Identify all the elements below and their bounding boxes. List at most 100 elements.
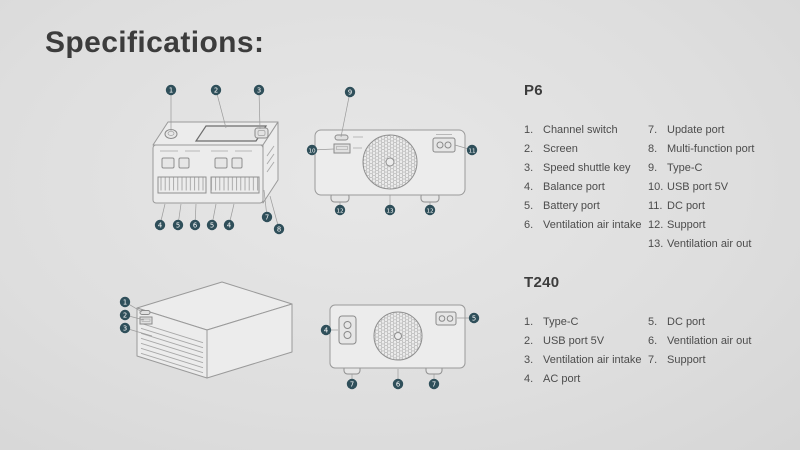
spec-item: 7. Support bbox=[648, 351, 772, 370]
spec-item: 8. Multi-function port bbox=[648, 140, 772, 159]
spec-item-number: 1. bbox=[524, 124, 534, 136]
svg-text:6: 6 bbox=[193, 221, 197, 229]
spec-item: 1. Type-C bbox=[524, 313, 648, 332]
spec-item-number: 9. bbox=[648, 162, 658, 174]
spec-item-label: Balance port bbox=[543, 181, 605, 193]
svg-text:7: 7 bbox=[350, 380, 354, 388]
svg-text:5: 5 bbox=[472, 314, 476, 322]
t240-fan bbox=[373, 311, 423, 361]
callout-12: 12 bbox=[424, 204, 436, 216]
svg-text:13: 13 bbox=[386, 208, 394, 214]
callout-7: 7 bbox=[346, 378, 358, 390]
callout-6: 6 bbox=[392, 378, 404, 390]
svg-text:12: 12 bbox=[426, 208, 433, 214]
t240-model-name: T240 bbox=[524, 274, 560, 291]
spec-item-label: Support bbox=[667, 219, 706, 231]
spec-item-label: Ventilation air out bbox=[667, 238, 752, 250]
p6-balance-port-right bbox=[210, 176, 260, 194]
t240-intake-vents bbox=[140, 322, 204, 374]
spec-item: 11.DC port bbox=[648, 197, 772, 216]
spec-item-label: Battery port bbox=[543, 200, 600, 212]
p6-connectors bbox=[161, 157, 243, 169]
spec-item-number: 5. bbox=[648, 316, 658, 328]
t240-right-face bbox=[206, 303, 293, 379]
spec-item-number: 11. bbox=[648, 200, 663, 212]
spec-item: 4. Balance port bbox=[524, 178, 648, 197]
p6-side-callouts: 9 10 11 12 13 12 bbox=[306, 86, 478, 216]
spec-item-number: 2. bbox=[524, 143, 534, 155]
t240-ac-port bbox=[338, 315, 357, 345]
svg-text:3: 3 bbox=[257, 86, 261, 94]
spec-item-label: Screen bbox=[543, 143, 578, 155]
spec-item-label: Ventilation air out bbox=[667, 335, 752, 347]
spec-item-label: Support bbox=[667, 354, 706, 366]
spec-item-label: Speed shuttle key bbox=[543, 162, 631, 174]
callout-leader-line bbox=[340, 91, 351, 138]
callout-2: 2 bbox=[119, 309, 131, 321]
spec-item-label: AC port bbox=[543, 373, 581, 385]
spec-item-number: 7. bbox=[648, 354, 658, 366]
spec-item-number: 3. bbox=[524, 162, 534, 174]
callout-9: 9 bbox=[344, 86, 356, 98]
page-title: Specifications: bbox=[45, 26, 265, 59]
t240-dc-port bbox=[435, 311, 457, 326]
callout-11: 11 bbox=[466, 144, 478, 156]
spec-item: 6.Ventilation air out bbox=[648, 332, 772, 351]
p6-spec-col2: 7. Update port 8. Multi-function port 9. Type… bbox=[648, 121, 772, 254]
svg-text:2: 2 bbox=[214, 86, 218, 94]
svg-text:9: 9 bbox=[348, 88, 352, 96]
svg-text:12: 12 bbox=[336, 208, 343, 214]
spec-item-label: Multi-function port bbox=[667, 143, 755, 155]
t240-side-art bbox=[329, 304, 466, 375]
spec-item-label: Ventilation air intake bbox=[543, 354, 642, 366]
t240-spec-col2: 5. DC port 6.Ventilation air out 7. Support bbox=[648, 313, 772, 389]
callout-4: 4 bbox=[223, 219, 235, 231]
callout-2: 2 bbox=[210, 84, 222, 96]
t240-perspective-art bbox=[136, 281, 293, 379]
spec-item-label: USB port 5V bbox=[667, 181, 729, 193]
spec-item-number: 4. bbox=[524, 373, 534, 385]
spec-item-label: Type-C bbox=[667, 162, 703, 174]
p6-model-name: P6 bbox=[524, 82, 543, 99]
svg-text:5: 5 bbox=[210, 221, 214, 229]
spec-item-label: DC port bbox=[667, 316, 705, 328]
t240-type-c-port bbox=[139, 310, 151, 315]
spec-item-number: 4. bbox=[524, 181, 534, 193]
t240-perspective-callouts: 123 bbox=[119, 296, 153, 337]
t240-usb-port bbox=[139, 316, 153, 325]
spec-item-number: 10. bbox=[648, 181, 664, 193]
spec-item: 2. Screen bbox=[524, 140, 648, 159]
callout-3: 3 bbox=[253, 84, 265, 96]
callout-7: 7 bbox=[428, 378, 440, 390]
p6-side-vents bbox=[266, 145, 275, 173]
t240-side-callouts: 4 5 7 6 7 bbox=[320, 312, 480, 390]
callout-10: 10 bbox=[306, 144, 318, 156]
spec-item-number: 1. bbox=[524, 316, 534, 328]
callout-8: 8 bbox=[273, 223, 285, 235]
callout-13: 13 bbox=[384, 204, 396, 216]
svg-text:4: 4 bbox=[158, 221, 162, 229]
spec-item-label: Channel switch bbox=[543, 124, 618, 136]
spec-item: 7. Update port bbox=[648, 121, 772, 140]
spec-item-label: Update port bbox=[667, 124, 725, 136]
p6-fan bbox=[362, 134, 418, 190]
spec-item: 5.Battery port bbox=[524, 197, 648, 216]
spec-item-number: 13. bbox=[648, 238, 664, 250]
callout-6: 6 bbox=[189, 219, 201, 231]
callout-4: 4 bbox=[154, 219, 166, 231]
p6-port-labels bbox=[353, 134, 452, 149]
spec-item-number: 3. bbox=[524, 354, 534, 366]
svg-text:10: 10 bbox=[308, 148, 316, 154]
spec-item-number: 8. bbox=[648, 143, 658, 155]
spec-item-number: 12. bbox=[648, 219, 664, 231]
svg-text:4: 4 bbox=[324, 326, 328, 334]
p6-speed-shuttle-key bbox=[254, 127, 269, 139]
spec-item-number: 7. bbox=[648, 124, 658, 136]
spec-item-label: Ventilation air intake bbox=[543, 219, 642, 231]
callout-leader-line bbox=[269, 195, 280, 230]
p6-spec-section: P6 1. Channel switch 2. Screen 3. Speed shutt… bbox=[524, 82, 794, 254]
svg-text:3: 3 bbox=[123, 324, 127, 332]
spec-item-label: Type-C bbox=[543, 316, 579, 328]
